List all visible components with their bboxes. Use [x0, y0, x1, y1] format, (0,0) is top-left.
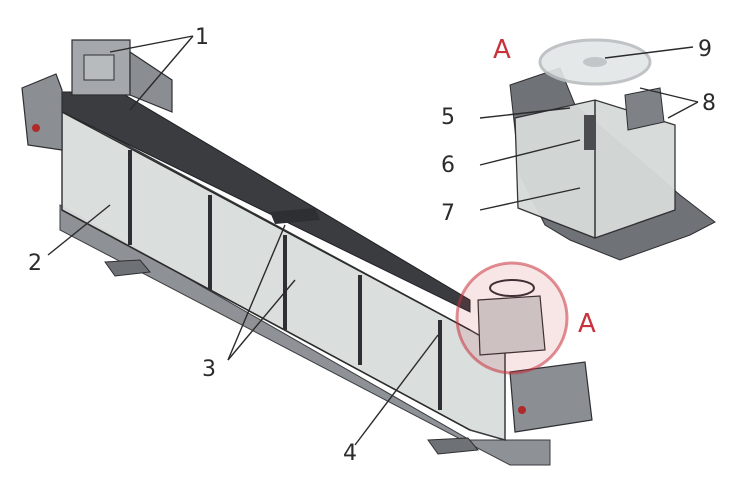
detail-view-a	[509, 38, 716, 261]
control-box-left	[71, 39, 173, 113]
cross-clamp	[270, 208, 320, 224]
callout-9: 9	[698, 37, 712, 62]
detail-label-a-circle: A	[578, 309, 596, 339]
detail-valve	[584, 115, 596, 150]
callout-3: 3	[202, 357, 216, 382]
callout-4: 4	[343, 441, 357, 466]
detail-label-a-top: A	[493, 35, 511, 65]
bottom-rail-edge	[61, 209, 471, 431]
foot-right	[427, 437, 479, 455]
callout-7: 7	[441, 201, 455, 226]
callout-8: 8	[702, 91, 716, 116]
detail-box-8	[624, 87, 665, 131]
top-rail-edge	[61, 111, 471, 331]
detail-highlight-circle	[455, 261, 569, 375]
callout-1: 1	[195, 25, 209, 50]
flume-assembly	[21, 39, 593, 466]
frame-posts	[128, 150, 442, 410]
end-housing-right	[509, 361, 593, 433]
red-button-left	[32, 124, 40, 132]
callout-2: 2	[28, 251, 42, 276]
callout-5: 5	[441, 105, 455, 130]
callout-6: 6	[441, 153, 455, 178]
gate-unit	[477, 279, 546, 356]
end-housing-left	[21, 73, 63, 151]
handwheel-small	[489, 279, 535, 297]
foot-left	[104, 259, 151, 277]
leader-lines	[47, 35, 699, 446]
red-button-right	[518, 406, 526, 414]
handwheel-hub	[583, 57, 607, 67]
